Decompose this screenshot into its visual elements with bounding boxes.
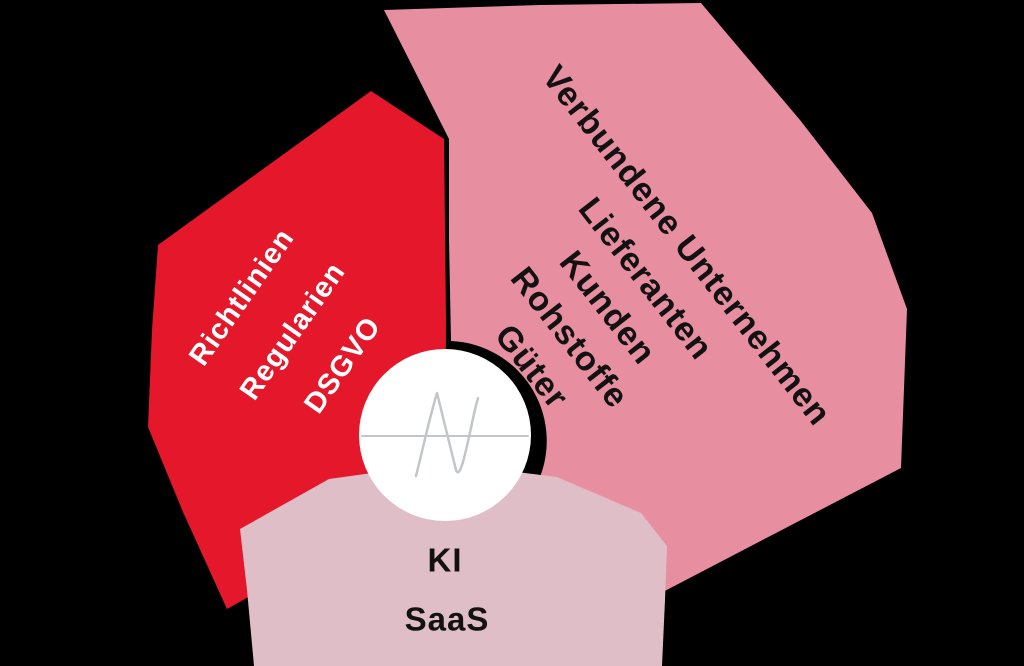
n-monogram-glyph: [414, 391, 480, 478]
label-ki: KI: [428, 542, 463, 579]
segment-bottom-lightpink: [240, 463, 667, 666]
segment-upper-right-pink: [384, 3, 907, 594]
label-saas: SaaS: [405, 601, 490, 638]
n-monogram-icon: [361, 391, 529, 478]
